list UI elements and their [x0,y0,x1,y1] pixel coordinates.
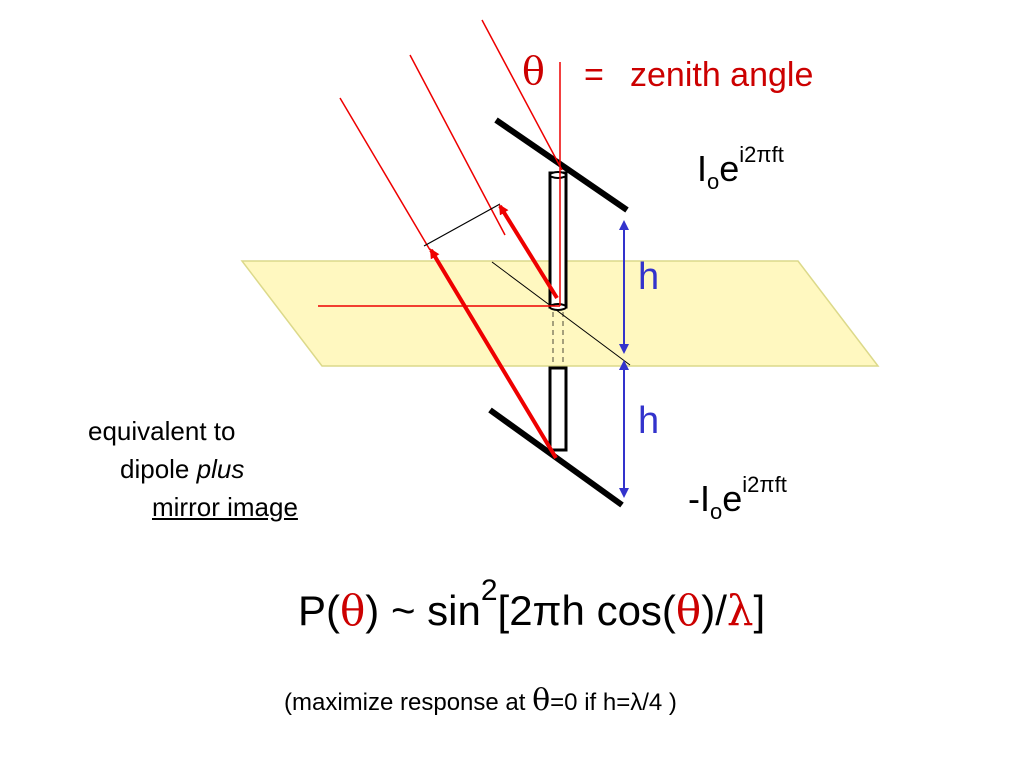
lower-dipole-element [548,366,568,452]
equivalence-line-3: mirror image [152,492,298,522]
incident-ray-3 [339,97,431,251]
theta-symbol: θ [522,49,545,93]
ground-plane [240,260,880,367]
incident-ray-1 [481,19,563,171]
plane-reference-line [491,261,631,366]
reflected-arrow [429,248,558,460]
direct-arrow [498,204,559,300]
equivalence-line-1: equivalent to [88,416,236,446]
equivalence-line-2: dipole plus [120,454,245,484]
equals-sign: = [584,56,604,94]
height-label-upper: h [638,256,660,298]
upper-dipole-cap [549,171,567,179]
bottom-current-label: -Ioei2πft [688,472,787,525]
height-label-lower: h [638,400,660,442]
power-formula: P(θ) ~ sin2[2πh cos(θ)/λ] [298,574,766,635]
incident-ray-2 [409,54,506,236]
top-wire [494,117,629,213]
top-current-label: Ioei2πft [697,142,784,195]
zenith-angle-label: zenith angle [630,56,814,94]
wavefront-line [423,203,501,247]
feed-point [549,303,567,311]
maximize-note: (maximize response at θ=0 if h=λ/4 ) [284,683,677,718]
